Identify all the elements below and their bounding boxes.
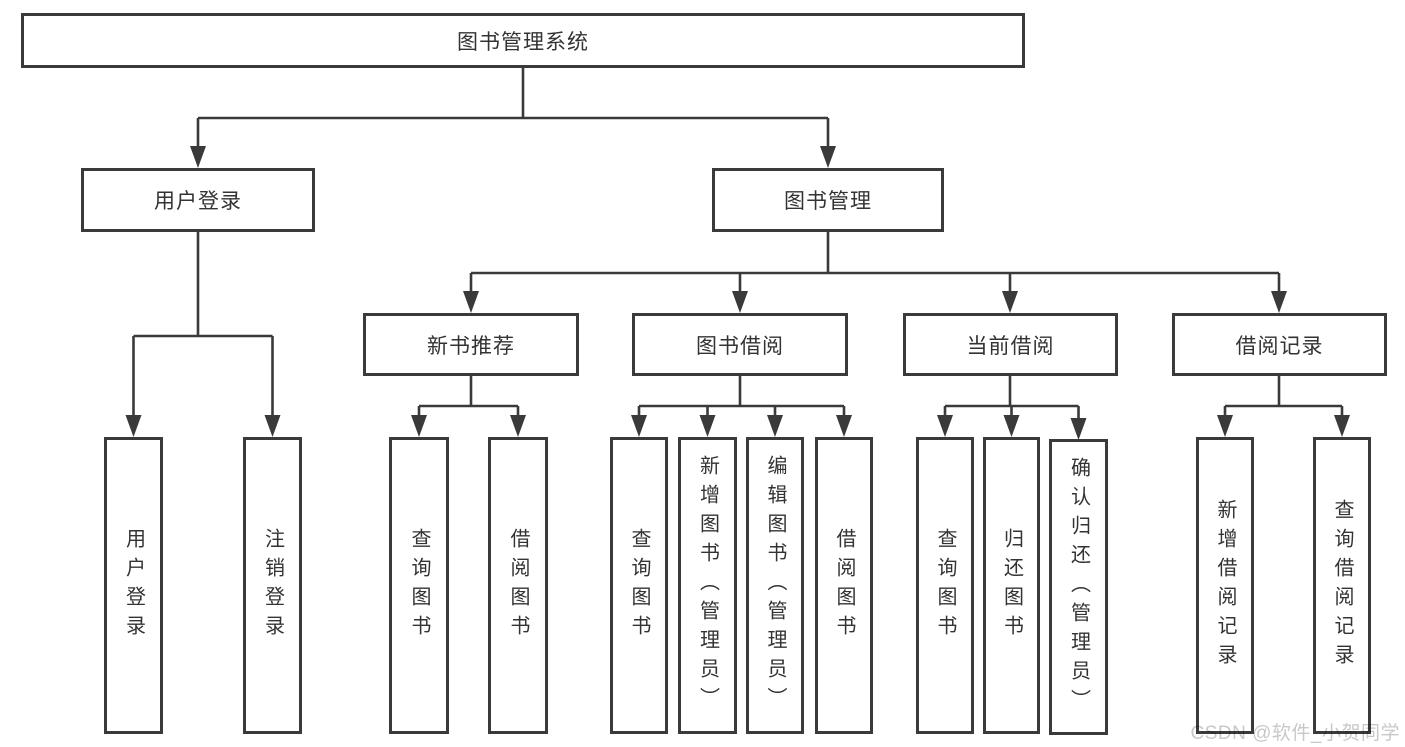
node-borrow-records: 借阅记录 [1172,313,1387,376]
leaf-add-borrow-record: 新增借阅记录 [1196,437,1254,734]
leaf-query-borrow-record-label: 查询借阅记录 [1331,498,1353,673]
node-root-system: 图书管理系统 [21,13,1025,68]
leaf-add-books-admin-label: 新增图书（管理员） [696,455,719,716]
leaf-query-books-borrow-label: 查询图书 [628,527,650,644]
node-new-book-recommend-label: 新书推荐 [427,334,515,358]
node-borrow-records-label: 借阅记录 [1235,334,1324,358]
node-book-borrow: 图书借阅 [632,313,848,376]
arrowheads [125,146,1350,440]
leaf-add-books-admin: 新增图书（管理员） [678,437,737,734]
node-book-borrow-label: 图书借阅 [696,334,784,358]
leaf-borrow-books-recommend-label: 借阅图书 [507,527,529,644]
leaf-edit-books-admin-label: 编辑图书（管理员） [764,455,786,716]
leaf-borrow-books-recommend: 借阅图书 [488,437,548,734]
leaf-logout: 注销登录 [243,437,302,734]
leaf-confirm-return-admin-label: 确认归还（管理员） [1067,456,1090,718]
leaf-user-login: 用户登录 [104,437,163,734]
leaf-add-borrow-record-label: 新增借阅记录 [1214,498,1236,673]
leaf-edit-books-admin: 编辑图书（管理员） [746,437,804,734]
leaf-user-login-label: 用户登录 [122,527,145,644]
node-new-book-recommend: 新书推荐 [363,313,579,376]
leaf-borrow-books: 借阅图书 [815,437,873,734]
node-current-borrow: 当前借阅 [903,313,1118,376]
node-book-management-label: 图书管理 [784,190,872,213]
node-root-label: 图书管理系统 [457,30,589,54]
leaf-borrow-books-label: 借阅图书 [833,527,855,644]
node-current-borrow-label: 当前借阅 [966,334,1055,358]
leaf-logout-label: 注销登录 [261,527,284,644]
leaf-query-books-current-label: 查询图书 [934,527,956,644]
csdn-watermark: CSDN @软件_小贺同学 [1190,723,1400,744]
node-user-login-label: 用户登录 [154,190,242,213]
node-book-management: 图书管理 [712,168,944,232]
leaf-return-books-label: 归还图书 [1000,527,1023,644]
leaf-query-books-recommend-label: 查询图书 [408,527,430,644]
leaf-query-books-current: 查询图书 [916,437,974,734]
leaf-query-books-borrow: 查询图书 [610,437,668,734]
leaf-query-borrow-record: 查询借阅记录 [1313,437,1371,734]
leaf-query-books-recommend: 查询图书 [389,437,449,734]
node-user-login: 用户登录 [81,168,315,232]
leaf-return-books: 归还图书 [983,437,1040,734]
leaf-confirm-return-admin: 确认归还（管理员） [1049,439,1108,735]
